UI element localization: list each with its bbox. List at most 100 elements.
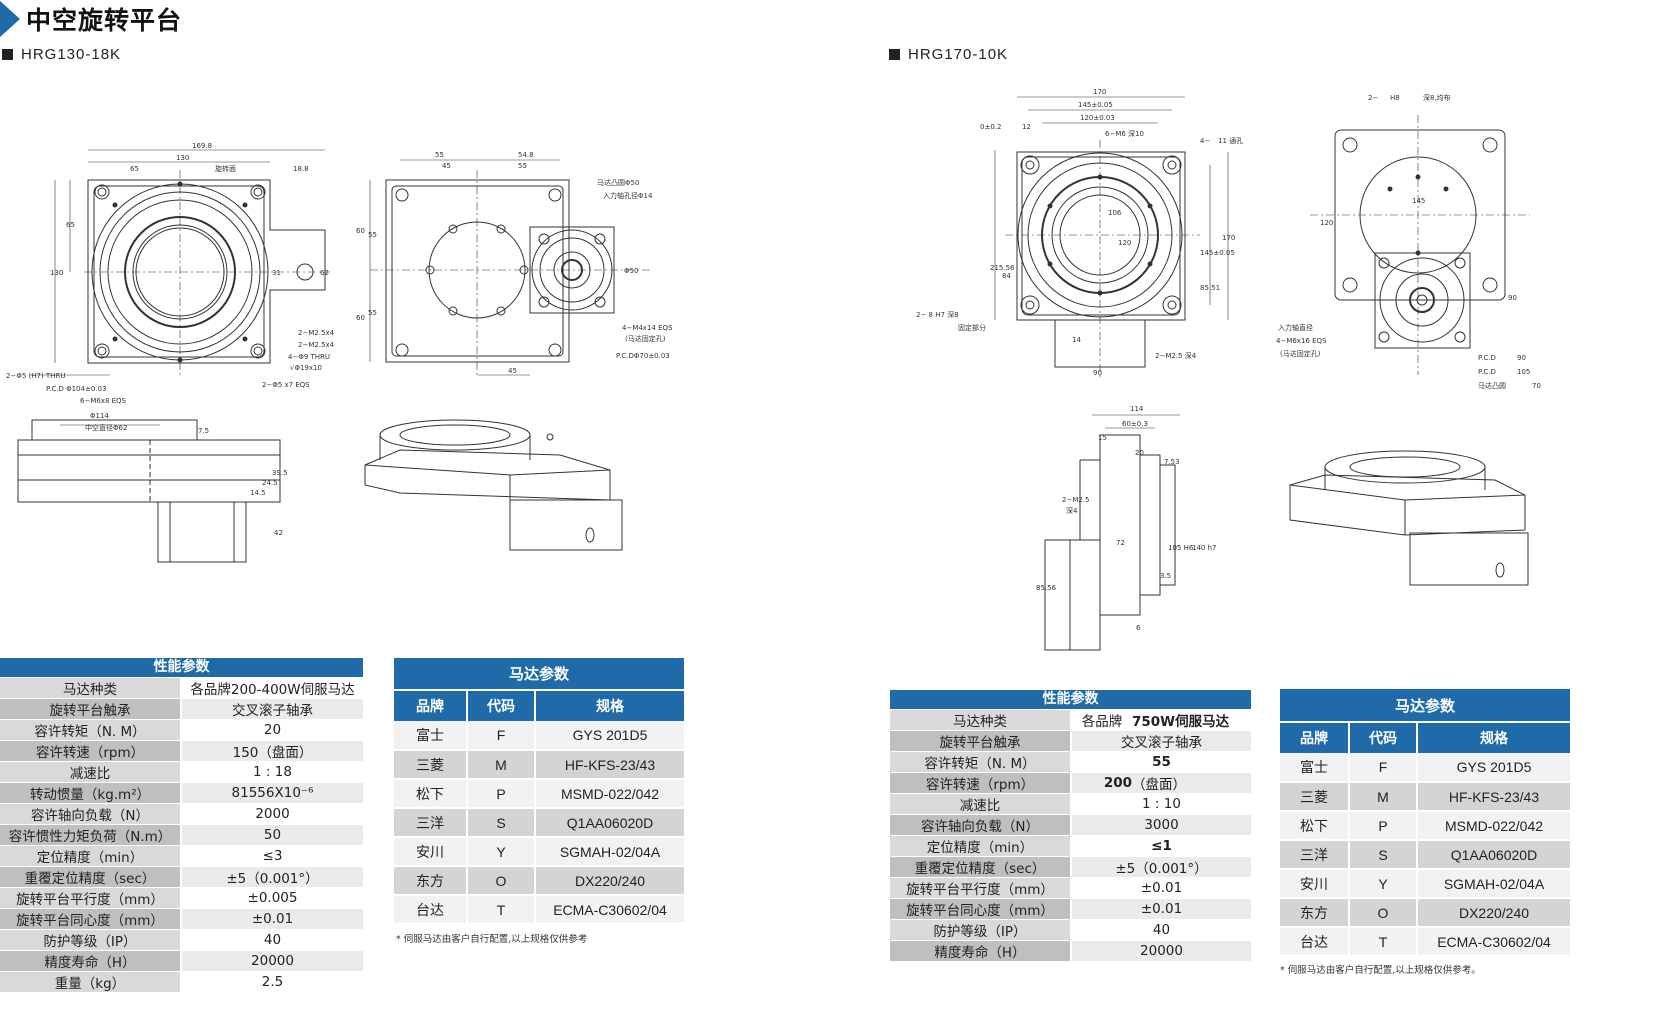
motor-header-code: 代码 (1349, 721, 1418, 753)
svg-text:31: 31 (272, 269, 281, 277)
motor-spec: SGMAH-02/04A (535, 837, 684, 867)
svg-text:4−: 4− (1200, 137, 1210, 145)
svg-text:6: 6 (1136, 624, 1141, 632)
perf-value: 2000 (181, 803, 363, 825)
perf-key: 容许惯性力矩负荷（N.m） (0, 824, 182, 846)
svg-text:90: 90 (1093, 369, 1102, 377)
svg-text:2−: 2− (1368, 94, 1378, 102)
motor-code: P (1349, 811, 1418, 841)
motor-spec: ECMA-C30602/04 (535, 895, 684, 925)
perf-key: 容许转矩（N. M） (890, 751, 1072, 773)
svg-text:65: 65 (130, 165, 139, 173)
perf-key: 旋转平台平行度（mm） (890, 877, 1072, 899)
motor-brand: 三洋 (394, 808, 468, 838)
motor-code: O (467, 866, 536, 896)
perf-key: 马达种类 (890, 709, 1072, 731)
motor-spec: DX220/240 (535, 866, 684, 896)
perf-key: 重覆定位精度（sec） (890, 856, 1072, 878)
page-title-bar: 中空旋转平台 (0, 0, 182, 38)
svg-text:4−Φ9 THRU: 4−Φ9 THRU (288, 353, 330, 361)
perf-key: 旋转平台同心度（mm） (890, 898, 1072, 920)
perf-value: 20000 (181, 950, 363, 972)
perf-value: 40 (181, 929, 363, 951)
perf-value: 交叉滚子轴承 (181, 698, 363, 720)
svg-text:7.5: 7.5 (198, 427, 209, 435)
perf-key: 重量（kg） (0, 971, 182, 993)
left-motor-title: 马达参数 (394, 658, 684, 691)
motor-brand: 三菱 (394, 750, 468, 780)
perf-key: 重覆定位精度（sec） (0, 866, 182, 888)
left-motor-note: * 伺服马达由客户自行配置,以上规格仅供参考 (396, 934, 588, 945)
svg-text:45: 45 (508, 367, 517, 375)
perf-key: 容许转速（rpm） (890, 772, 1072, 794)
motor-brand: 富士 (1280, 753, 1350, 783)
perf-key: 旋转平台同心度（mm） (0, 908, 182, 930)
perf-value: 150（盘面） (181, 740, 363, 762)
hrg170-isometric-drawing (1289, 450, 1529, 586)
motor-code: Y (467, 837, 536, 867)
svg-text:√Φ19x10: √Φ19x10 (290, 364, 322, 372)
svg-text:170: 170 (1222, 234, 1235, 242)
svg-text:2−Φ5 (H7) THRU: 2−Φ5 (H7) THRU (6, 372, 65, 380)
square-bullet-icon (889, 49, 900, 60)
motor-spec: Q1AA06020D (535, 808, 684, 838)
motor-code: P (467, 779, 536, 809)
motor-spec: HF-KFS-23/43 (535, 750, 684, 780)
svg-text:Φ114: Φ114 (90, 412, 109, 420)
motor-header-spec: 规格 (535, 689, 684, 721)
motor-brand: 安川 (1280, 869, 1350, 899)
svg-text:4−M4x14 EQS: 4−M4x14 EQS (622, 324, 673, 332)
svg-text:39.5: 39.5 (272, 469, 288, 477)
svg-text:62: 62 (320, 269, 329, 277)
perf-value: 55 (1071, 751, 1251, 773)
motor-code: Y (1349, 869, 1418, 899)
motor-spec: GYS 201D5 (535, 721, 684, 751)
perf-value-extra: （盘面） (1132, 772, 1251, 794)
svg-text:Φ50: Φ50 (624, 267, 638, 275)
svg-text:18.8: 18.8 (293, 165, 309, 173)
left-performance-table: 性能参数 马达种类各品牌200-400W伺服马达 旋转平台触承交叉滚子轴承 容许… (0, 658, 363, 993)
svg-text:145±0.05: 145±0.05 (1200, 249, 1235, 257)
svg-text:105 H6: 105 H6 (1168, 544, 1194, 552)
motor-brand: 松下 (1280, 811, 1350, 841)
perf-key: 转动惯量（kg.m²） (0, 782, 182, 804)
perf-value: 3000 (1071, 814, 1251, 836)
svg-text:P.C.D: P.C.D (1478, 354, 1496, 362)
perf-key: 精度寿命（H） (890, 940, 1072, 962)
motor-code: T (467, 895, 536, 925)
svg-text:45: 45 (442, 162, 451, 170)
perf-value: ±0.01 (181, 908, 363, 930)
svg-text:2−M2.5x4: 2−M2.5x4 (298, 329, 335, 337)
perf-value: 1 : 18 (181, 761, 363, 783)
svg-text:6−M6x8 EQS: 6−M6x8 EQS (80, 397, 127, 405)
motor-spec: Q1AA06020D (1417, 840, 1570, 870)
svg-text:(马达固定孔): (马达固定孔) (1280, 349, 1321, 358)
svg-text:马达凸圆Φ50: 马达凸圆Φ50 (597, 178, 639, 187)
motor-brand: 安川 (394, 837, 468, 867)
perf-key: 减速比 (890, 793, 1072, 815)
svg-text:170: 170 (1093, 88, 1106, 96)
svg-text:60±0.3: 60±0.3 (1122, 420, 1148, 428)
svg-text:54.8: 54.8 (518, 151, 534, 159)
svg-text:入力轴直径: 入力轴直径 (1278, 323, 1313, 332)
svg-text:120: 120 (1118, 239, 1131, 247)
motor-header-spec: 规格 (1417, 721, 1570, 753)
right-motor-title: 马达参数 (1280, 689, 1570, 723)
svg-text:12: 12 (1022, 123, 1031, 131)
svg-text:145: 145 (1412, 197, 1425, 205)
svg-text:马达凸圆: 马达凸圆 (1478, 381, 1506, 390)
perf-value: 交叉滚子轴承 (1071, 730, 1251, 752)
svg-text:85.51: 85.51 (1200, 284, 1220, 292)
svg-text:90: 90 (1517, 354, 1526, 362)
perf-key: 精度寿命（H） (0, 950, 182, 972)
perf-key: 防护等级（IP） (0, 929, 182, 951)
perf-key: 马达种类 (0, 677, 182, 699)
svg-text:深4: 深4 (1066, 506, 1078, 515)
svg-text:2− 8 H7 深8: 2− 8 H7 深8 (916, 310, 959, 319)
svg-text:旋转面: 旋转面 (215, 164, 236, 173)
perf-value: 40 (1071, 919, 1251, 941)
